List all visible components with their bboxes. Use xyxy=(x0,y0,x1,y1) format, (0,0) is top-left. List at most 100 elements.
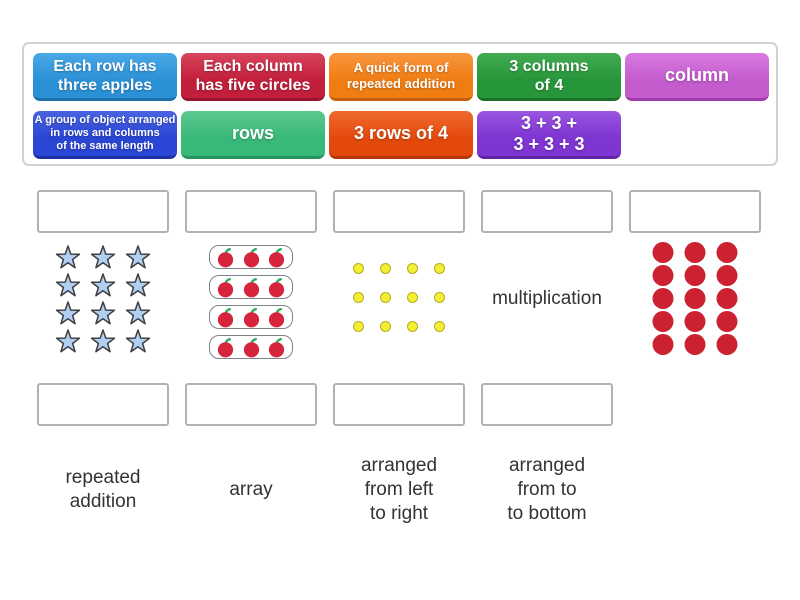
tile-label: column xyxy=(664,65,729,85)
dot-icon xyxy=(652,265,674,286)
star-icon xyxy=(90,329,116,353)
apple-icon xyxy=(217,307,233,327)
star-row xyxy=(55,273,151,298)
tile-quick-form-of-repeated-addition[interactable]: A quick form of repeated addition xyxy=(329,53,473,101)
apple-icon xyxy=(243,277,259,297)
star-icon xyxy=(90,273,116,297)
apple-icon xyxy=(217,277,233,297)
star-row xyxy=(55,329,151,354)
apple-icon xyxy=(217,337,233,357)
apple-icon xyxy=(269,307,285,327)
answer-tile-bank: Each row has three apples Each column ha… xyxy=(22,42,778,166)
drop-zones-row-2 xyxy=(37,383,613,426)
drop-zone[interactable] xyxy=(37,383,169,426)
dot-icon xyxy=(716,334,738,355)
star-icon xyxy=(90,245,116,269)
tile-3-rows-of-4[interactable]: 3 rows of 4 xyxy=(329,111,473,159)
dot-icon xyxy=(652,288,674,309)
drop-zone[interactable] xyxy=(629,190,761,233)
apple-row xyxy=(209,275,293,299)
answer-label-left-to-right: arranged from left to right xyxy=(360,455,438,524)
star-icon xyxy=(125,273,151,297)
tile-column[interactable]: column xyxy=(625,53,769,101)
apple-row xyxy=(209,305,293,329)
star-icon xyxy=(55,273,81,297)
drop-zone[interactable] xyxy=(481,383,613,426)
apple-icon xyxy=(243,337,259,357)
drop-zone[interactable] xyxy=(481,190,613,233)
answer-label-repeated-addition: repeated addition xyxy=(65,467,141,512)
tile-label: 3 + 3 + 3 + 3 + 3 xyxy=(513,112,585,154)
dot-icon xyxy=(434,321,445,332)
dot-icon xyxy=(716,311,738,332)
star-icon xyxy=(55,301,81,325)
apple-icon xyxy=(243,247,259,267)
dot-icon xyxy=(652,334,674,355)
apple-icon xyxy=(269,277,285,297)
drop-zone[interactable] xyxy=(37,190,169,233)
tile-3-columns-of-4[interactable]: 3 columns of 4 xyxy=(477,53,621,101)
dot-icon xyxy=(684,265,706,286)
tile-label: A quick form of repeated addition xyxy=(346,59,456,91)
dot-icon xyxy=(652,311,674,332)
tile-bank-row-1: Each row has three apples Each column ha… xyxy=(33,53,769,101)
drop-zone[interactable] xyxy=(185,190,317,233)
dot-icon xyxy=(434,263,445,274)
drop-zone[interactable] xyxy=(333,383,465,426)
tile-label: Each row has three apples xyxy=(53,57,157,94)
apple-row xyxy=(209,245,293,269)
dot-icon xyxy=(684,311,706,332)
apple-icon xyxy=(269,247,285,267)
answer-label-top-to-bottom: arranged from to to bottom xyxy=(507,455,587,524)
dot-icon xyxy=(716,242,738,263)
dot-icon xyxy=(652,242,674,263)
star-icon xyxy=(125,329,151,353)
apple-row xyxy=(209,335,293,359)
dot-icon xyxy=(716,265,738,286)
tile-group-of-objects-definition[interactable]: A group of object arranged in rows and c… xyxy=(33,111,177,159)
tile-each-column-has-five-circles[interactable]: Each column has five circles xyxy=(181,53,325,101)
apples-array-image xyxy=(209,245,293,365)
dot-icon xyxy=(353,263,364,274)
dot-icon xyxy=(380,263,391,274)
drop-zone[interactable] xyxy=(185,383,317,426)
apple-icon xyxy=(269,337,285,357)
star-icon xyxy=(55,245,81,269)
tile-label: 3 rows of 4 xyxy=(353,123,449,143)
answer-label-array: array xyxy=(229,479,273,500)
dot-icon xyxy=(407,292,418,303)
dot-icon xyxy=(407,321,418,332)
apple-icon xyxy=(243,307,259,327)
yellow-dots-array-image xyxy=(353,263,445,332)
drop-zones-row-1 xyxy=(37,190,761,233)
star-row xyxy=(55,245,151,270)
apple-icon xyxy=(217,247,233,267)
tile-each-row-has-three-apples[interactable]: Each row has three apples xyxy=(33,53,177,101)
dot-icon xyxy=(353,292,364,303)
dot-icon xyxy=(434,292,445,303)
star-icon xyxy=(125,301,151,325)
dot-icon xyxy=(353,321,364,332)
dot-icon xyxy=(684,242,706,263)
multiplication-text: multiplication xyxy=(492,288,602,309)
dot-icon xyxy=(380,321,391,332)
tile-3-plus-3-sum[interactable]: 3 + 3 + 3 + 3 + 3 xyxy=(477,111,621,159)
drop-zone[interactable] xyxy=(333,190,465,233)
star-icon xyxy=(55,329,81,353)
red-dots-array-image xyxy=(652,242,738,355)
tile-label: A group of object arranged in rows and c… xyxy=(34,114,176,152)
star-row xyxy=(55,301,151,326)
tile-label: rows xyxy=(231,123,274,143)
dot-icon xyxy=(380,292,391,303)
stars-array-image xyxy=(55,245,151,357)
dot-icon xyxy=(407,263,418,274)
tile-rows[interactable]: rows xyxy=(181,111,325,159)
star-icon xyxy=(125,245,151,269)
dot-icon xyxy=(716,288,738,309)
tile-label: 3 columns of 4 xyxy=(509,57,589,94)
star-icon xyxy=(90,301,116,325)
dot-icon xyxy=(684,334,706,355)
tile-label: Each column has five circles xyxy=(195,57,311,94)
dot-icon xyxy=(684,288,706,309)
